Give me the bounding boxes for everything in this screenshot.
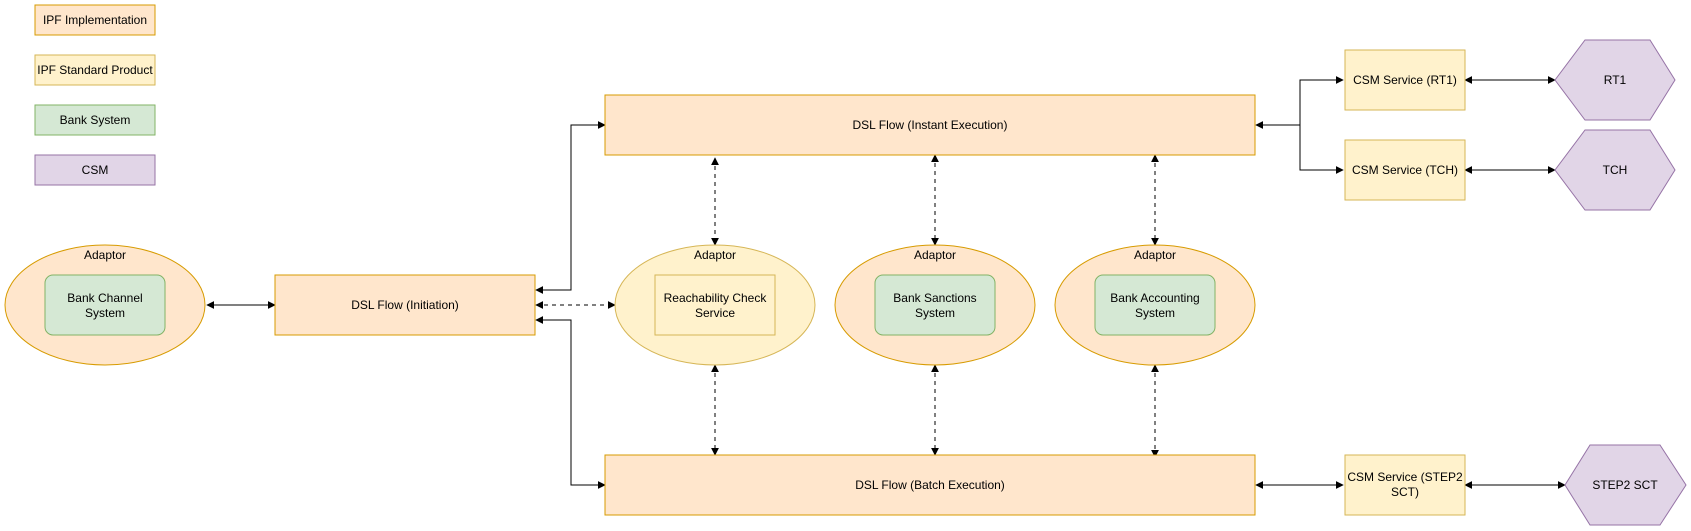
node-label: Reachability Check	[664, 291, 768, 305]
legend: IPF Implementation IPF Standard Product …	[34, 4, 156, 186]
connector-instant-csm-tch	[1299, 125, 1344, 174]
node-label: CSM Service (RT1)	[1353, 73, 1457, 87]
adaptor-label: Adaptor	[1134, 248, 1176, 262]
node-label: STEP2 SCT	[1592, 478, 1658, 492]
node-dsl-flow-initiation: DSL Flow (Initiation)	[274, 274, 536, 336]
node-label: TCH	[1603, 163, 1628, 177]
node-label: DSL Flow (Initiation)	[351, 298, 459, 312]
legend-label: CSM	[82, 163, 109, 177]
legend-item-csm: CSM	[34, 154, 156, 186]
legend-item-ipf-implementation: IPF Implementation	[34, 4, 156, 36]
adaptor-accounting: Adaptor Bank Accounting System	[1054, 244, 1256, 366]
node-csm-service-step2: CSM Service (STEP2 SCT)	[1344, 454, 1466, 516]
adaptor-sanctions: Adaptor Bank Sanctions System	[834, 244, 1036, 366]
adaptor-reachability: Adaptor Reachability Check Service	[614, 244, 816, 366]
connector-initiation-batch	[535, 316, 606, 489]
node-csm-rt1: RT1	[1554, 39, 1676, 121]
connector-instant-csm-rt1	[1255, 76, 1344, 129]
connector-initiation-instant	[535, 121, 606, 294]
node-label: CSM Service (STEP2	[1347, 470, 1463, 484]
adaptor-bank-channel: Adaptor Bank Channel System	[4, 244, 206, 366]
legend-label: IPF Implementation	[43, 13, 147, 27]
node-label: SCT)	[1391, 485, 1419, 499]
legend-label: Bank System	[60, 113, 131, 127]
node-label: System	[85, 306, 125, 320]
node-csm-tch: TCH	[1554, 129, 1676, 211]
node-label: Bank Channel	[67, 291, 142, 305]
node-bank-accounting-system: Bank Accounting System	[1094, 274, 1216, 336]
node-label: System	[1135, 306, 1175, 320]
legend-label: IPF Standard Product	[37, 63, 153, 77]
node-csm-service-rt1: CSM Service (RT1)	[1344, 49, 1466, 111]
node-dsl-flow-batch: DSL Flow (Batch Execution)	[604, 454, 1256, 516]
adaptor-label: Adaptor	[914, 248, 956, 262]
node-label: DSL Flow (Batch Execution)	[855, 478, 1005, 492]
legend-item-bank-system: Bank System	[34, 104, 156, 136]
node-bank-channel-system: Bank Channel System	[44, 274, 166, 336]
adaptor-label: Adaptor	[84, 248, 126, 262]
node-label: CSM Service (TCH)	[1352, 163, 1458, 177]
node-label: Service	[695, 306, 735, 320]
node-label: Bank Accounting	[1110, 291, 1199, 305]
node-label: RT1	[1604, 73, 1627, 87]
node-label: System	[915, 306, 955, 320]
legend-item-ipf-standard-product: IPF Standard Product	[34, 54, 156, 86]
node-label: Bank Sanctions	[893, 291, 976, 305]
node-label: DSL Flow (Instant Execution)	[853, 118, 1008, 132]
node-csm-step2-sct: STEP2 SCT	[1564, 444, 1687, 526]
adaptor-label: Adaptor	[694, 248, 736, 262]
node-dsl-flow-instant: DSL Flow (Instant Execution)	[604, 94, 1256, 156]
node-reachability-check-service: Reachability Check Service	[654, 274, 776, 336]
node-csm-service-tch: CSM Service (TCH)	[1344, 139, 1466, 201]
node-bank-sanctions-system: Bank Sanctions System	[874, 274, 996, 336]
connectors	[206, 76, 1566, 489]
